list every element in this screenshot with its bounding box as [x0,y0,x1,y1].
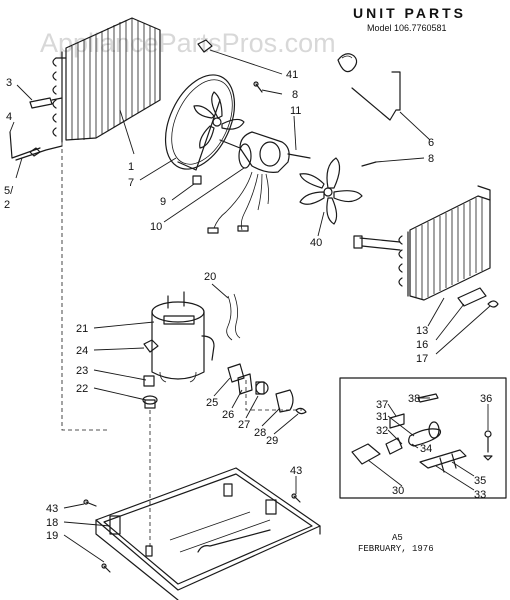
assembly-guide-lines [61,142,302,550]
compressor-mounting-parts [142,339,159,409]
callout-5: 5/ [4,185,14,197]
heater-element [457,287,499,308]
callout-9: 9 [160,196,166,208]
callout-19: 19 [46,530,58,542]
callout-18: 18 [46,517,58,529]
copper-tubing [337,53,401,121]
base-pan-screws [83,493,301,573]
evaporator-fan-blade [299,157,363,225]
callout-6: 6 [428,137,434,149]
callout-21: 21 [76,323,88,335]
callout-17: 17 [416,353,428,365]
callout-11: 11 [290,105,301,117]
callout-23: 23 [76,365,88,377]
model-number: Model 106.7760581 [367,23,447,33]
footer-date: FEBRUARY, 1976 [358,544,434,554]
compressor-wire-harness [226,293,241,341]
callout-35: 35 [474,475,486,487]
diagram-title: UNIT PARTS [353,5,466,21]
callout-41: 41 [286,69,298,81]
callout-3: 3 [6,77,12,89]
fan-set-screw-lower [361,161,377,167]
callout-30: 30 [392,485,404,497]
callout-37: 37 [376,399,388,411]
callout-31: 31 [376,411,388,423]
condenser-coil [52,17,161,143]
fan-set-screw-upper [253,81,263,93]
callout-38: 38 [408,393,420,405]
callout-33: 33 [474,489,486,501]
connecting-tubes [9,131,63,161]
callout-2: 2 [4,199,10,211]
fan-nut [197,39,213,53]
callout-13: 13 [416,325,428,337]
callout-8-upper: 8 [292,89,298,101]
callout-40: 40 [310,237,322,249]
callout-32: 32 [376,425,388,437]
compressor [151,291,215,383]
fan-motor [207,131,311,234]
callout-36: 36 [480,393,492,405]
watermark-text: AppliancePartsPros.com [40,28,336,58]
callout-20: 20 [204,271,216,283]
callout-28: 28 [254,427,266,439]
relay-overload-assembly [227,363,307,415]
control-components-inset [339,377,507,499]
condenser-fan-blade [193,91,245,149]
callout-27: 27 [238,419,250,431]
footer-code: A5 [392,533,403,543]
callout-24: 24 [76,345,88,357]
callout-29: 29 [266,435,278,447]
base-pan [95,467,321,600]
callout-43-right: 43 [290,465,302,477]
capillary-drier [29,97,63,109]
callout-26: 26 [222,409,234,421]
callout-22: 22 [76,383,88,395]
callout-7: 7 [128,177,134,189]
callout-8-lower: 8 [428,153,434,165]
motor-mount-clip [192,175,202,185]
callout-10: 10 [150,221,162,233]
callout-leaders [9,49,491,563]
callout-1: 1 [128,161,134,173]
callout-25: 25 [206,397,218,409]
callout-34: 34 [420,443,432,455]
callout-43-left: 43 [46,503,58,515]
evaporator-coil [353,185,491,301]
callout-labels: 3 4 5/ 2 1 7 9 10 41 8 11 6 8 40 13 16 1… [4,69,492,542]
callout-16: 16 [416,339,428,351]
callout-4: 4 [6,111,12,123]
fan-shroud [164,74,236,171]
